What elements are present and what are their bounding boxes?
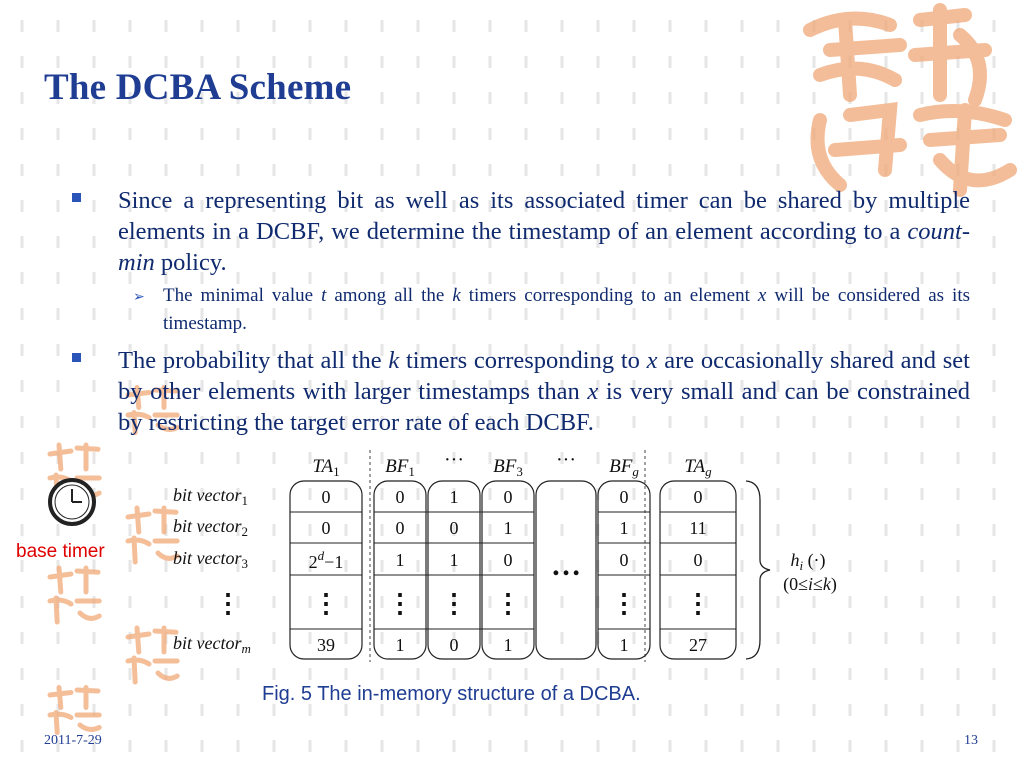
square-bullet-icon (72, 353, 81, 362)
base-timer-label: base timer (16, 541, 105, 562)
cell-r3-bf1a: 1 (396, 550, 405, 570)
row-label-3: bit vector3 (173, 548, 248, 571)
header-ellipsis-1: ··· (444, 449, 464, 471)
column-ta1 (289, 480, 363, 660)
vdots-bf1a: ⋮ (387, 589, 413, 618)
row-label-1: bit vector1 (173, 485, 248, 508)
seal-small-logo-5 (47, 685, 102, 735)
header-bfg: BFg (609, 456, 639, 479)
header-bf3: BF3 (493, 456, 523, 479)
cell-r3-tag: 0 (694, 550, 703, 570)
header-ta1: TA1 (312, 456, 339, 479)
right-brace (745, 480, 771, 660)
sub-bullet-1-text: The minimal value t among all the k time… (163, 285, 970, 334)
vdots-bf3: ⋮ (495, 589, 521, 618)
column-bf3 (481, 480, 535, 660)
seal-small-logo-6 (125, 385, 180, 435)
vdots-labels: ⋮ (215, 589, 241, 618)
cell-r3-bf1b: 1 (450, 550, 459, 570)
cell-r3-ta1: 2d−1 (309, 548, 344, 572)
cell-r1-bf3: 0 (504, 487, 513, 507)
header-bf1: BF1 (385, 456, 415, 479)
clock-icon (48, 478, 96, 526)
row-label-2: bit vector2 (173, 516, 248, 539)
cell-rm-ta1: 39 (317, 635, 335, 655)
cell-rm-bfg: 1 (620, 635, 629, 655)
hash-range-label: (0≤i≤k) (783, 574, 837, 595)
header-tag: TAg (684, 456, 712, 479)
bullet-1: Since a representing bit as well as its … (72, 185, 970, 278)
vdots-bfg: ⋮ (611, 589, 637, 618)
cell-r3-bfg: 0 (620, 550, 629, 570)
vdots-bf1b: ⋮ (441, 589, 467, 618)
seal-large-logo (803, 3, 1017, 197)
cell-r1-ta1: 0 (322, 487, 331, 507)
bullet-2: The probability that all the k timers co… (72, 345, 970, 438)
arrow-bullet-icon: ➢ (133, 289, 145, 305)
header-ellipsis-2: ··· (556, 449, 576, 471)
seal-small-logo-4 (125, 625, 180, 685)
footer-page-number: 13 (964, 733, 978, 748)
cell-r2-tag: 11 (689, 518, 706, 538)
cell-rm-bf1a: 1 (396, 635, 405, 655)
sub-bullet-1: ➢ The minimal value t among all the k ti… (133, 282, 970, 338)
middle-ellipsis: … (551, 549, 581, 582)
bullet-2-text: The probability that all the k timers co… (118, 347, 970, 436)
vdots-ta1: ⋮ (313, 589, 339, 618)
cell-r2-bf1b: 0 (450, 518, 459, 538)
cell-r3-bf3: 0 (504, 550, 513, 570)
column-middle (535, 480, 597, 660)
cell-r1-tag: 0 (694, 487, 703, 507)
seal-small-logo-2 (125, 505, 180, 565)
cell-r2-bfg: 1 (620, 518, 629, 538)
column-bf1-a (373, 480, 427, 660)
cell-r2-ta1: 0 (322, 518, 331, 538)
column-tag (659, 480, 737, 660)
cell-r1-bfg: 0 (620, 487, 629, 507)
cell-rm-tag: 27 (689, 635, 707, 655)
seal-small-logo-3 (47, 565, 102, 625)
cell-r1-bf1a: 0 (396, 487, 405, 507)
dashed-separators (369, 450, 646, 662)
cell-rm-bf3: 1 (504, 635, 513, 655)
cell-rm-bf1b: 0 (450, 635, 459, 655)
slide-title: The DCBA Scheme (44, 67, 352, 108)
vdots-tag: ⋮ (685, 589, 711, 618)
cell-r1-bf1b: 1 (450, 487, 459, 507)
square-bullet-icon (72, 193, 81, 202)
column-bfg (597, 480, 651, 660)
column-bf1-b (427, 480, 481, 660)
cell-r2-bf1a: 0 (396, 518, 405, 538)
figure-caption: Fig. 5 The in-memory structure of a DCBA… (262, 683, 641, 705)
hash-function-label: hi (·) (790, 550, 825, 573)
row-label-m: bit vectorm (173, 633, 251, 656)
cell-r2-bf3: 1 (504, 518, 513, 538)
footer-date: 2011-7-29 (44, 733, 102, 748)
bullet-1-text: Since a representing bit as well as its … (118, 187, 970, 276)
